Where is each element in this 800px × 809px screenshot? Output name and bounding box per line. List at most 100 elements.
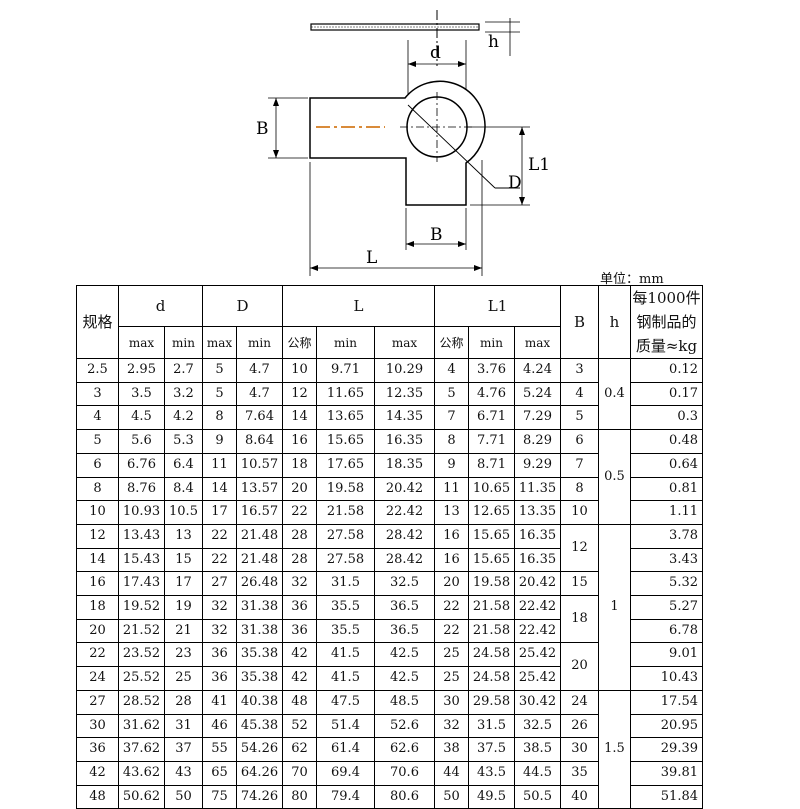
cell-L1-min: 7.71: [468, 429, 515, 454]
cell-spec: 14: [76, 547, 119, 573]
cell-L-max: 70.6: [374, 760, 435, 786]
cell-B: 26: [560, 713, 599, 739]
cell-L-nominal: 36: [282, 595, 317, 620]
cell-L-min: 17.65: [316, 452, 375, 478]
cell-L1-nominal: 38: [434, 737, 469, 762]
cell-L1-min: 4.76: [468, 381, 515, 407]
cell-L1-nominal: 9: [434, 452, 469, 478]
cell-mass: 29.39: [630, 737, 703, 762]
dimension-d: [407, 40, 467, 100]
cell-L-nominal: 52: [282, 713, 317, 739]
cell-L-min: 61.4: [316, 737, 375, 762]
cell-D-min: 64.26: [236, 760, 283, 786]
cell-L-min: 41.5: [316, 666, 375, 691]
header-D: D: [202, 284, 283, 328]
cell-L-max: 14.35: [374, 405, 435, 431]
cell-L-max: 20.42: [374, 476, 435, 502]
cell-d-min: 5.3: [164, 429, 203, 454]
cell-mass: 20.95: [630, 713, 703, 739]
label-h: h: [488, 32, 499, 52]
cell-D-max: 46: [202, 713, 237, 739]
cell-L1-nominal: 22: [434, 618, 469, 644]
cell-L-max: 18.35: [374, 452, 435, 478]
cell-L1-max: 9.29: [514, 452, 561, 478]
cell-B: 6: [560, 429, 599, 454]
cell-mass: 0.64: [630, 452, 703, 478]
cell-d-max: 2.95: [118, 358, 165, 383]
cell-L1-min: 49.5: [468, 784, 515, 809]
cell-B: 18: [560, 595, 599, 644]
cell-L-min: 15.65: [316, 429, 375, 454]
label-L: L: [366, 248, 377, 268]
cell-D-max: 27: [202, 571, 237, 597]
cell-L1-nominal: 13: [434, 500, 469, 525]
cell-spec: 6: [76, 452, 119, 478]
cell-L-min: 11.65: [316, 381, 375, 407]
dimension-B-bottom: [405, 208, 467, 250]
cell-spec: 10: [76, 500, 119, 525]
cell-mass: 10.43: [630, 666, 703, 691]
dimension-L: [309, 160, 483, 276]
cell-L-nominal: 18: [282, 452, 317, 478]
cell-D-min: 35.38: [236, 666, 283, 691]
cell-L1-min: 6.71: [468, 405, 515, 431]
sub-max: max: [118, 326, 165, 359]
cell-h: 0.5: [598, 429, 631, 525]
cell-d-min: 8.4: [164, 476, 203, 502]
header-mass: 每1000件钢制品的质量≈kg: [630, 285, 703, 359]
sub-min: min: [164, 326, 203, 359]
cell-L1-nominal: 5: [434, 381, 469, 407]
cell-D-min: 26.48: [236, 571, 283, 597]
header-B: B: [560, 285, 599, 359]
cell-L1-max: 4.24: [514, 358, 561, 383]
cell-L-min: 41.5: [316, 642, 375, 668]
sub-max: max: [202, 326, 237, 359]
cell-L1-nominal: 7: [434, 405, 469, 431]
cell-h: 1: [598, 523, 631, 691]
cell-L-min: 51.4: [316, 713, 375, 739]
cell-L1-min: 12.65: [468, 500, 515, 525]
cell-D-max: 55: [202, 737, 237, 762]
cell-D-min: 21.48: [236, 547, 283, 573]
cell-L1-max: 32.5: [514, 713, 561, 739]
cell-B: 7: [560, 452, 599, 478]
cell-L-min: 27.58: [316, 523, 375, 549]
cell-d-max: 43.62: [118, 760, 165, 786]
cell-L-nominal: 80: [282, 784, 317, 809]
cell-d-max: 37.62: [118, 737, 165, 762]
cell-L-min: 35.5: [316, 595, 375, 620]
dimension-L1: [466, 126, 530, 206]
cell-L-min: 9.71: [316, 358, 375, 383]
cell-spec: 16: [76, 571, 119, 597]
cell-spec: 20: [76, 618, 119, 644]
cell-d-max: 19.52: [118, 595, 165, 620]
cell-spec: 48: [76, 784, 119, 809]
cell-L1-nominal: 44: [434, 760, 469, 786]
cell-L1-max: 25.42: [514, 666, 561, 691]
cell-d-min: 31: [164, 713, 203, 739]
cell-spec: 2.5: [76, 358, 119, 383]
cell-L-nominal: 20: [282, 476, 317, 502]
sub-nominal: 公称: [434, 326, 469, 359]
cell-L1-min: 19.58: [468, 571, 515, 597]
cell-L1-min: 31.5: [468, 713, 515, 739]
cell-L1-nominal: 4: [434, 358, 469, 383]
cell-D-max: 8: [202, 405, 237, 431]
cell-d-min: 13: [164, 523, 203, 549]
cell-D-max: 32: [202, 618, 237, 644]
cell-L-nominal: 14: [282, 405, 317, 431]
cell-B: 24: [560, 689, 599, 715]
cell-L1-max: 13.35: [514, 500, 561, 525]
cell-L1-nominal: 30: [434, 689, 469, 715]
cell-L-nominal: 32: [282, 571, 317, 597]
cell-d-max: 3.5: [118, 381, 165, 407]
